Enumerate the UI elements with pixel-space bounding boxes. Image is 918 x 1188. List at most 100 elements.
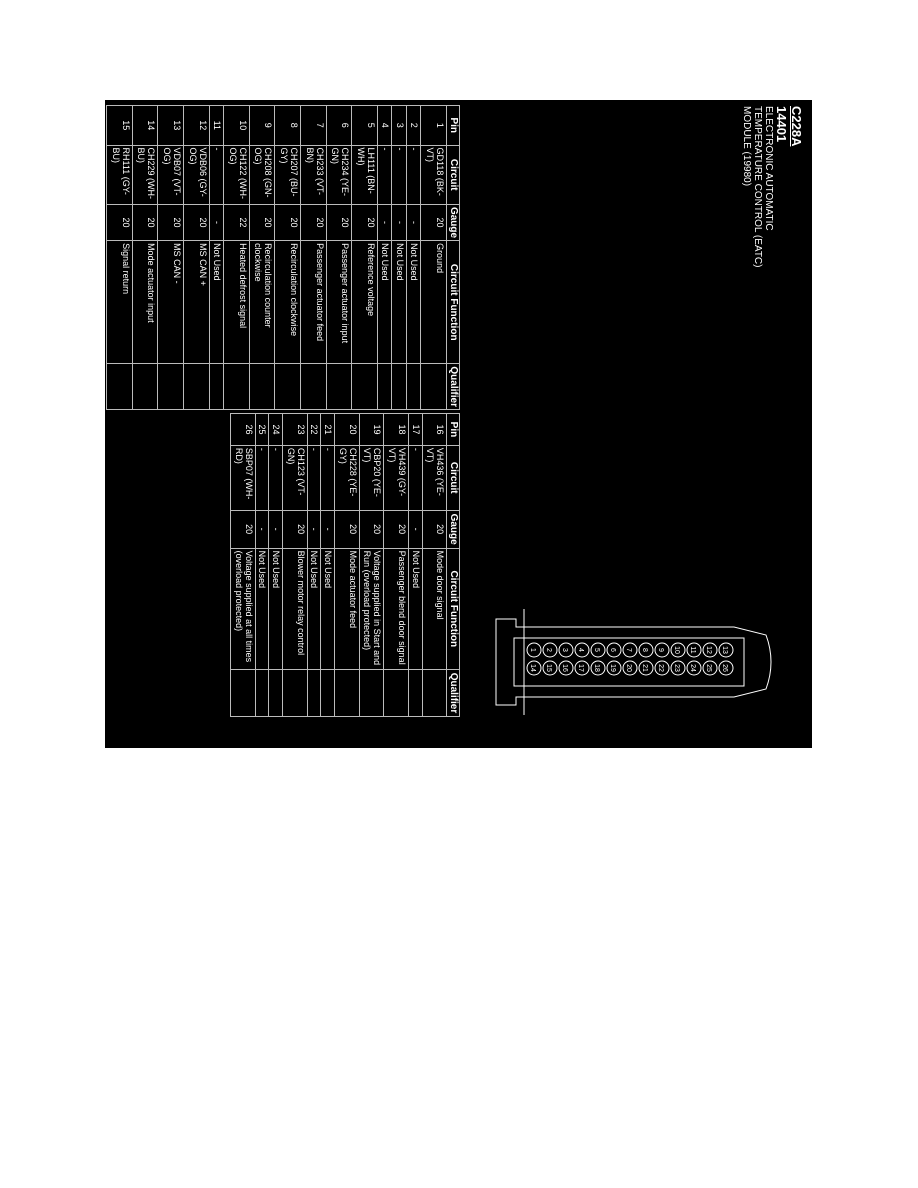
cell-qualifier: [326, 363, 352, 410]
cell-pin: 17: [408, 413, 423, 446]
cell-qualifier: [249, 363, 275, 410]
cell-gauge: -: [307, 510, 321, 549]
cell-qualifier: [106, 363, 133, 410]
cell-gauge: -: [377, 204, 392, 241]
cell-pin: 9: [249, 105, 275, 146]
cell-qualifier: [320, 669, 335, 717]
description-line: ELECTRONIC AUTOMATIC: [763, 106, 774, 231]
cell-circuit: -: [255, 445, 269, 511]
cell-circuit: SBP07 (WH-RD): [230, 445, 256, 511]
pin-circle: [558, 660, 574, 676]
pin-label: 3: [561, 648, 568, 652]
table-row: 4--Not Used: [377, 105, 392, 410]
cell-circuit: VH436 (YE-VT): [422, 445, 447, 511]
column-header: Pin: [446, 105, 460, 146]
cell-qualifier: [408, 669, 423, 717]
cell-circuit: CH229 (WH-BU): [132, 145, 158, 205]
cell-qualifier: [422, 669, 447, 717]
column-header: Circuit: [446, 145, 460, 205]
cell-pin: 14: [132, 105, 158, 146]
table-row: 11--Not Used: [209, 105, 224, 410]
pin-label: 7: [625, 648, 632, 652]
table-row: 21--Not Used: [320, 413, 335, 717]
cell-circuit: -: [406, 145, 421, 205]
cell-pin: 25: [255, 413, 269, 446]
pin-label: 18: [593, 664, 600, 672]
cell-gauge: 20: [420, 204, 447, 241]
description-line: MODULE (19980): [741, 106, 752, 187]
pin-circle: [654, 660, 670, 676]
pin-label: 2: [545, 648, 552, 652]
cell-function: Not Used: [406, 240, 421, 364]
cell-function: Not Used: [391, 240, 407, 364]
cell-circuit: RH111 (GY-BU): [106, 145, 133, 205]
cell-pin: 26: [230, 413, 256, 446]
pin-label: 10: [673, 646, 680, 654]
cell-pin: 15: [106, 105, 133, 146]
cell-circuit: -: [377, 145, 392, 205]
cell-qualifier: [300, 363, 327, 410]
pin-label: 21: [641, 664, 648, 672]
description-line: TEMPERATURE CONTROL (EATC): [752, 106, 763, 268]
pin-label: 15: [545, 664, 552, 672]
cell-function: Not Used: [255, 548, 269, 670]
cell-circuit: CH228 (YE-GY): [334, 445, 360, 511]
cell-gauge: 20: [132, 204, 158, 241]
cell-pin: 18: [383, 413, 409, 446]
pin-circle: [702, 642, 718, 658]
cell-function: Not Used: [307, 548, 321, 670]
cell-qualifier: [307, 669, 321, 717]
pin-circle: [638, 660, 654, 676]
pin-circle: [558, 642, 574, 658]
cell-gauge: 20: [383, 510, 409, 549]
cell-pin: 13: [157, 105, 184, 146]
cell-circuit: -: [268, 445, 283, 511]
cell-qualifier: [383, 669, 409, 717]
pin-label: 23: [673, 664, 680, 672]
pin-circle: [574, 660, 590, 676]
cell-function: Blower motor relay control: [282, 548, 308, 670]
pin-circle: [526, 660, 542, 676]
pin-label: 26: [721, 664, 728, 672]
table-row: 2--Not Used: [406, 105, 421, 410]
cell-function: MS CAN +: [183, 240, 210, 364]
pin-circle: [590, 660, 606, 676]
pin-circle: [686, 642, 702, 658]
cell-function: Voltage supplied in Start and Run (overl…: [359, 548, 384, 670]
cell-pin: 10: [223, 105, 250, 146]
cell-qualifier: [351, 363, 378, 410]
pin-circle: [526, 642, 542, 658]
cell-qualifier: [268, 669, 283, 717]
cell-circuit: VH439 (GY-VT): [383, 445, 409, 511]
table-row: 3--Not Used: [391, 105, 407, 410]
cell-function: Reference voltage: [351, 240, 378, 364]
cell-gauge: -: [391, 204, 407, 241]
cell-gauge: 20: [274, 204, 301, 241]
column-header: Pin: [446, 413, 460, 446]
document-panel: [105, 100, 812, 748]
table-row: 22--Not Used: [307, 413, 321, 717]
cell-qualifier: [183, 363, 210, 410]
cell-circuit: VDB07 (VT-OG): [157, 145, 184, 205]
pin-circle: [670, 642, 686, 658]
cell-gauge: -: [268, 510, 283, 549]
column-header: Circuit Function: [446, 548, 460, 670]
cell-pin: 8: [274, 105, 301, 146]
cell-qualifier: [420, 363, 447, 410]
pin-circle: [718, 642, 734, 658]
pin-label: 5: [593, 648, 600, 652]
column-header: Circuit Function: [446, 240, 460, 364]
cell-function: Passenger actuator feed: [300, 240, 327, 364]
cell-gauge: 20: [422, 510, 447, 549]
rotated-content: C228A 14401 ELECTRONIC AUTOMATIC TEMPERA…: [105, 100, 812, 748]
table-row: 24--Not Used: [268, 413, 283, 717]
pin-label: 20: [625, 664, 632, 672]
